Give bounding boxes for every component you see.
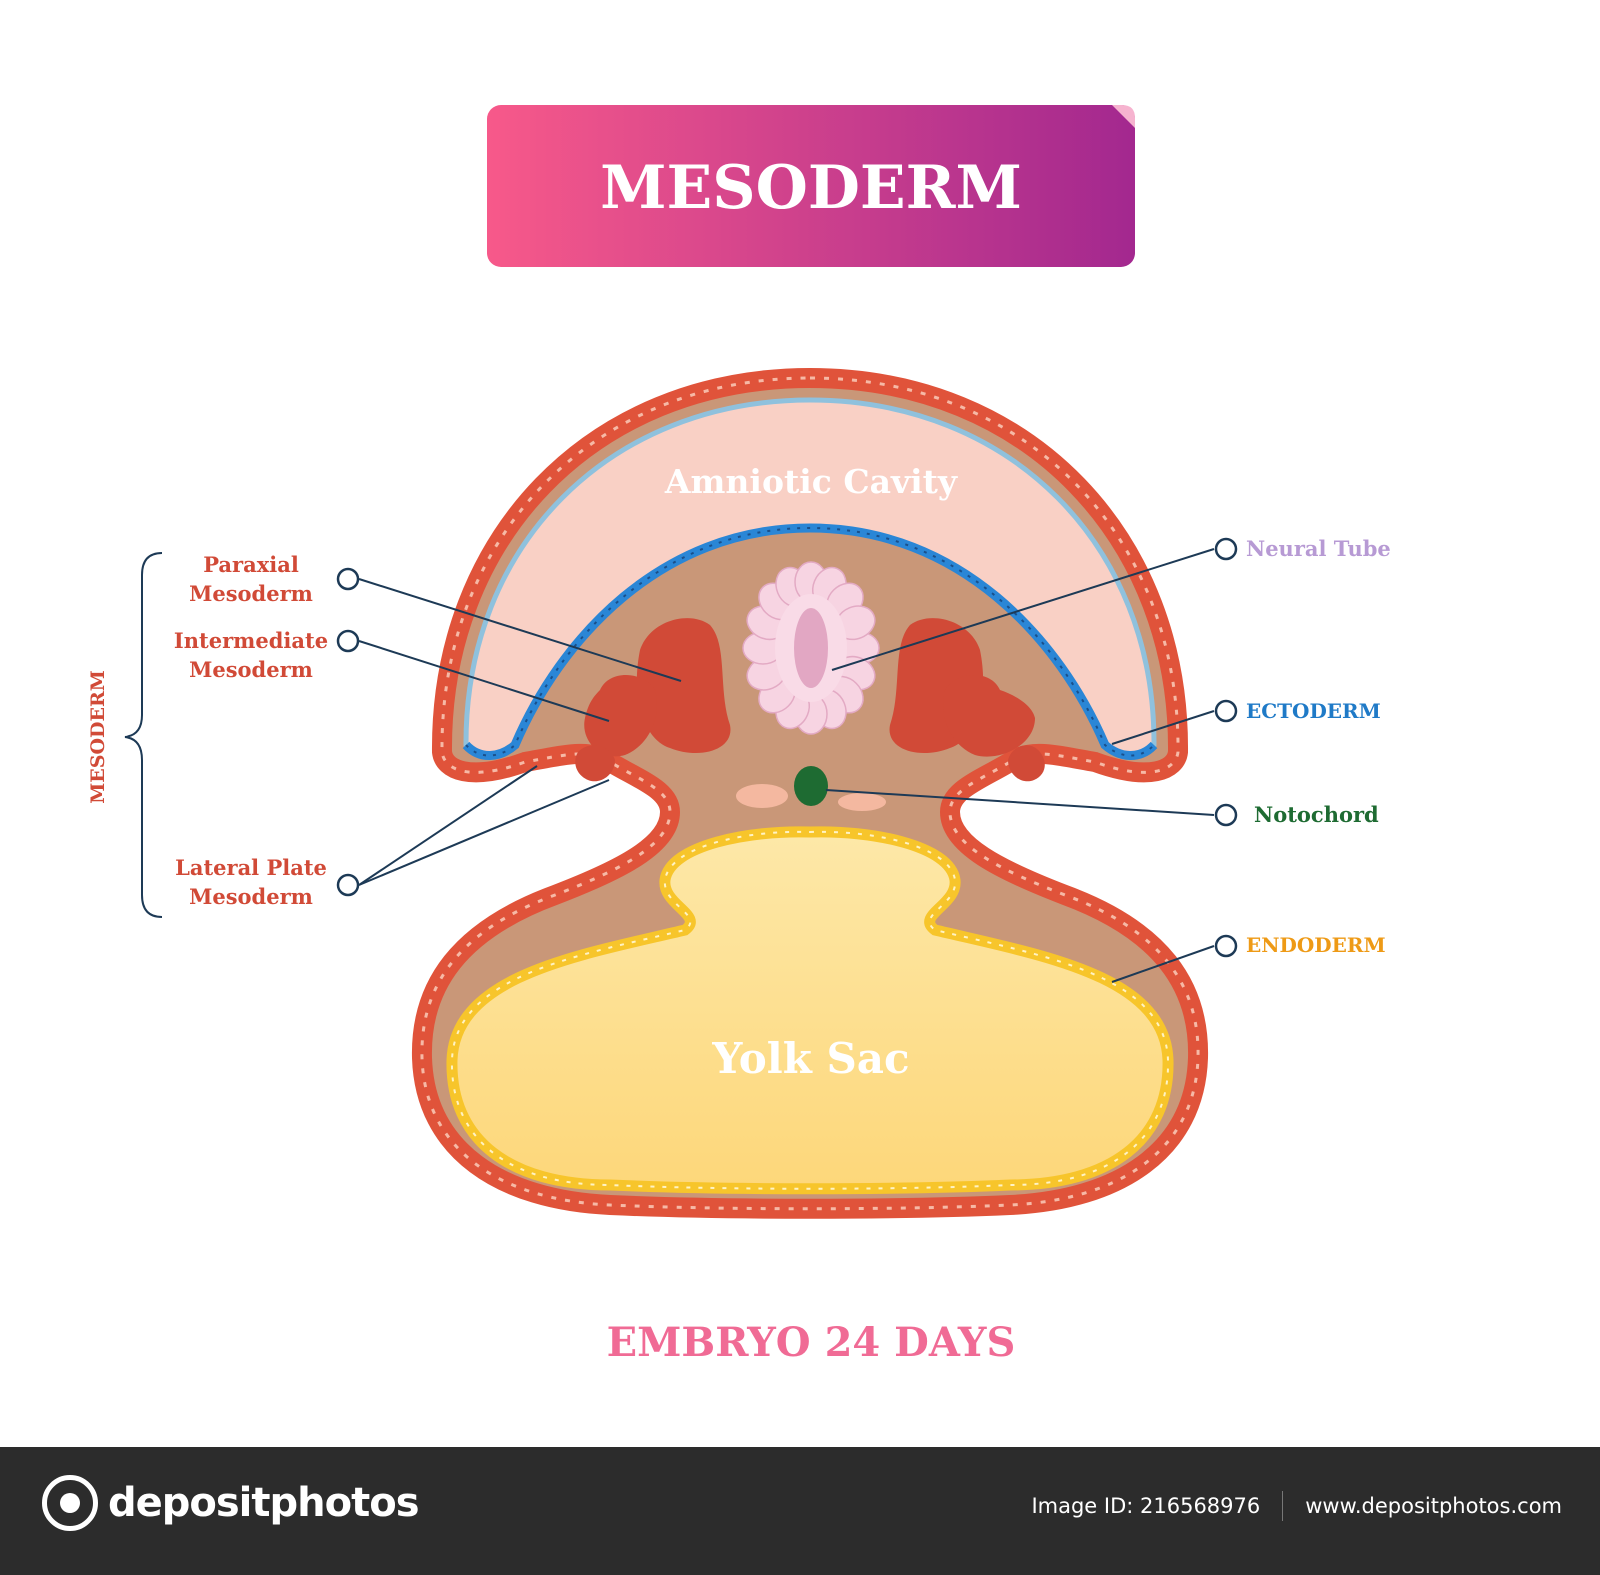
paraxial-mesoderm-left [636, 618, 731, 754]
image-id: Image ID: 216568976 [1031, 1494, 1261, 1518]
endoderm-label: ENDODERM [1246, 933, 1386, 957]
footer-meta: Image ID: 216568976 www.depositphotos.co… [1031, 1491, 1562, 1521]
amniotic-cavity-label: Amniotic Cavity [664, 462, 958, 501]
neural-tube-label: Neural Tube [1246, 536, 1391, 561]
lateral-plate-mesoderm-right [1008, 745, 1045, 782]
intermediate-mesoderm-right [943, 674, 1035, 757]
title-banner: MESODERM [487, 105, 1135, 267]
leader-lines [358, 548, 1215, 983]
brand-name: depositphotos [108, 1480, 420, 1526]
intermediate-mesoderm-left [584, 674, 657, 757]
embryo-age-caption: EMBRYO 24 DAYS [607, 1319, 1016, 1366]
leader-markers [336, 537, 1238, 958]
notochord [794, 766, 828, 806]
somite-pale-right [838, 793, 886, 811]
notochord-label: Notochord [1254, 802, 1379, 827]
footer-bar: depositphotos Image ID: 216568976 www.de… [0, 1447, 1600, 1575]
ectoderm-label: ECTODERM [1246, 699, 1381, 723]
page-title: MESODERM [600, 153, 1022, 223]
mesoderm-bracket [124, 552, 163, 918]
site-link[interactable]: www.depositphotos.com [1305, 1494, 1562, 1518]
yolk-sac-label: Yolk Sac [711, 1034, 909, 1083]
endoderm-dots [450, 830, 1170, 1190]
mesoderm-bracket-label: MESODERM [87, 670, 109, 804]
footer-divider [1282, 1491, 1284, 1521]
lateral-plate-label-line2: Mesoderm [189, 884, 313, 909]
lateral-plate-mesoderm-left [575, 745, 615, 782]
lateral-plate-label-line1: Lateral Plate [175, 855, 327, 880]
neural-tube-lumen [794, 608, 828, 688]
brand-logo[interactable]: depositphotos [42, 1475, 420, 1531]
neural-tube [742, 561, 880, 735]
camera-icon [42, 1475, 98, 1531]
intermediate-label-line1: Intermediate [174, 628, 328, 653]
paraxial-label-line2: Mesoderm [189, 581, 313, 606]
intermediate-label-line2: Mesoderm [189, 657, 313, 682]
paraxial-label-line1: Paraxial [203, 552, 299, 577]
somite-pale-left [736, 784, 788, 808]
ectoderm-dots [465, 526, 1155, 757]
